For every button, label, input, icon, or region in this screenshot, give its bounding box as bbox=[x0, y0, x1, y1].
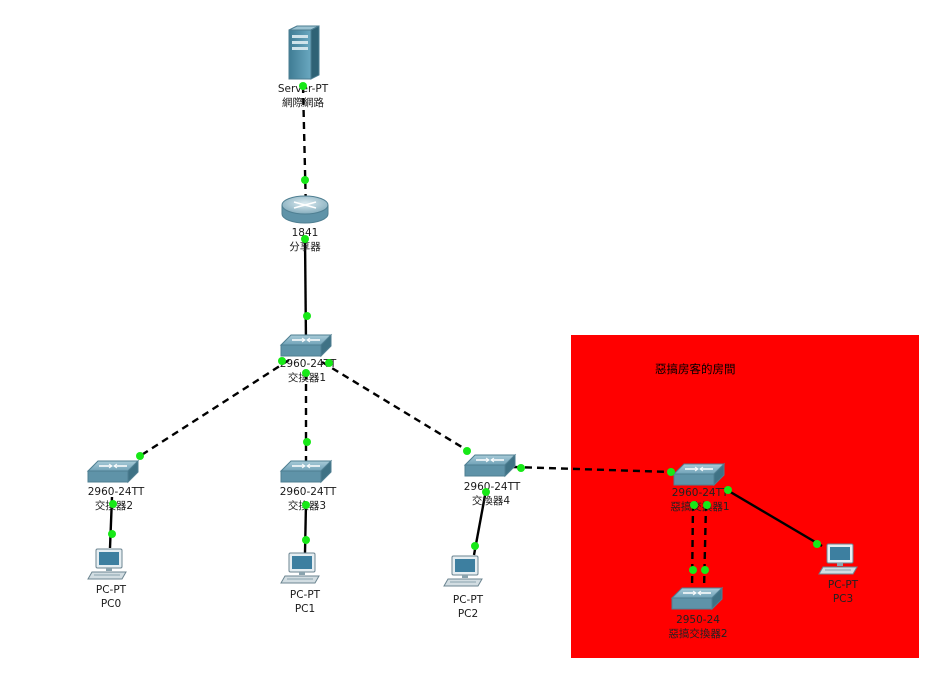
cluster-area bbox=[571, 335, 919, 658]
port-light bbox=[301, 176, 309, 184]
link-evilswitch1-pc3[interactable] bbox=[726, 488, 823, 548]
link-server-router[interactable] bbox=[301, 85, 308, 213]
port-light bbox=[813, 540, 821, 548]
port-light bbox=[667, 468, 675, 476]
pc2-model-label: PC-PT bbox=[453, 594, 484, 606]
device-switch4[interactable]: 2960-24TT 交換器4 bbox=[464, 454, 521, 507]
router-icon bbox=[281, 195, 329, 224]
port-light bbox=[302, 536, 310, 544]
link-router-switch1[interactable] bbox=[303, 237, 308, 344]
port-light bbox=[689, 566, 697, 574]
device-pc1[interactable]: PC-PT PC1 bbox=[280, 552, 321, 615]
switch-icon bbox=[671, 587, 723, 610]
pc0-model-label: PC-PT bbox=[96, 584, 127, 596]
switch-icon bbox=[87, 460, 139, 483]
device-evil-switch2[interactable]: 2950-24 惡搞交換器2 bbox=[668, 587, 728, 640]
port-light bbox=[302, 501, 310, 509]
device-pc3[interactable]: PC-PT PC3 bbox=[818, 543, 859, 605]
pc2-name-label: PC2 bbox=[458, 608, 478, 620]
switch1-name-label: 交換器1 bbox=[288, 371, 326, 384]
port-light bbox=[325, 359, 333, 367]
device-evil-switch1[interactable]: 2960-24TT 惡搞交換器1 bbox=[670, 463, 730, 513]
port-light bbox=[303, 312, 311, 320]
pc-icon bbox=[87, 548, 127, 580]
port-light bbox=[136, 452, 144, 460]
pc-icon bbox=[443, 555, 483, 587]
port-light bbox=[701, 566, 709, 574]
router-model-label: 1841 bbox=[292, 227, 319, 239]
switch1-model-label: 2960-24TT bbox=[280, 358, 337, 370]
port-light bbox=[303, 438, 311, 446]
port-light bbox=[302, 369, 310, 377]
evil-switch1-model-label: 2960-24TT bbox=[672, 487, 729, 499]
port-light bbox=[109, 500, 117, 508]
port-light bbox=[299, 82, 307, 90]
cluster-title: 惡搞房客的房間 bbox=[655, 362, 736, 376]
link-switch3-pc1[interactable] bbox=[303, 502, 308, 554]
port-light bbox=[703, 501, 711, 509]
pc1-name-label: PC1 bbox=[295, 603, 315, 615]
pc-icon bbox=[280, 552, 320, 584]
switch-icon bbox=[280, 460, 332, 483]
port-light bbox=[471, 542, 479, 550]
evil-switch2-model-label: 2950-24 bbox=[676, 614, 720, 626]
switch-icon bbox=[280, 334, 332, 357]
link-switch1-switch4[interactable] bbox=[321, 360, 471, 454]
evil-switch2-name-label: 惡搞交換器2 bbox=[668, 627, 727, 640]
port-light bbox=[463, 447, 471, 455]
port-light bbox=[724, 486, 732, 494]
link-switch1-switch2[interactable] bbox=[139, 358, 290, 458]
switch2-model-label: 2960-24TT bbox=[88, 486, 145, 498]
switch4-model-label: 2960-24TT bbox=[464, 481, 521, 493]
router-name-label: 分享器 bbox=[289, 240, 321, 253]
link-evilswitch1-evilswitch2-a[interactable] bbox=[690, 503, 695, 591]
port-light bbox=[482, 488, 490, 496]
switch4-name-label: 交換器4 bbox=[472, 494, 510, 507]
link-switch4-evilswitch1[interactable] bbox=[512, 465, 673, 474]
switch-icon bbox=[673, 463, 725, 486]
device-server[interactable]: Server-PT 網際網路 bbox=[278, 25, 329, 109]
device-pc0[interactable]: PC-PT PC0 bbox=[87, 548, 127, 610]
device-switch1[interactable]: 2960-24TT 交換器1 bbox=[280, 334, 337, 384]
switch3-model-label: 2960-24TT bbox=[280, 486, 337, 498]
server-icon bbox=[288, 25, 320, 80]
pc0-name-label: PC0 bbox=[101, 598, 121, 610]
switch-icon bbox=[464, 454, 516, 477]
port-light bbox=[108, 530, 116, 538]
port-light bbox=[517, 464, 525, 472]
server-name-label: 網際網路 bbox=[282, 96, 324, 109]
port-light bbox=[301, 235, 309, 243]
pc3-name-label: PC3 bbox=[833, 593, 853, 605]
device-pc2[interactable]: PC-PT PC2 bbox=[443, 555, 484, 620]
link-evilswitch1-evilswitch2-b[interactable] bbox=[702, 503, 708, 591]
device-router[interactable]: 1841 分享器 bbox=[281, 195, 329, 253]
pc3-model-label: PC-PT bbox=[828, 579, 859, 591]
evil-switch1-name-label: 惡搞交換器1 bbox=[670, 500, 729, 513]
port-indicators bbox=[108, 82, 821, 574]
links-layer bbox=[108, 85, 823, 591]
pc1-model-label: PC-PT bbox=[290, 589, 321, 601]
port-light bbox=[690, 501, 698, 509]
port-light bbox=[278, 357, 286, 365]
